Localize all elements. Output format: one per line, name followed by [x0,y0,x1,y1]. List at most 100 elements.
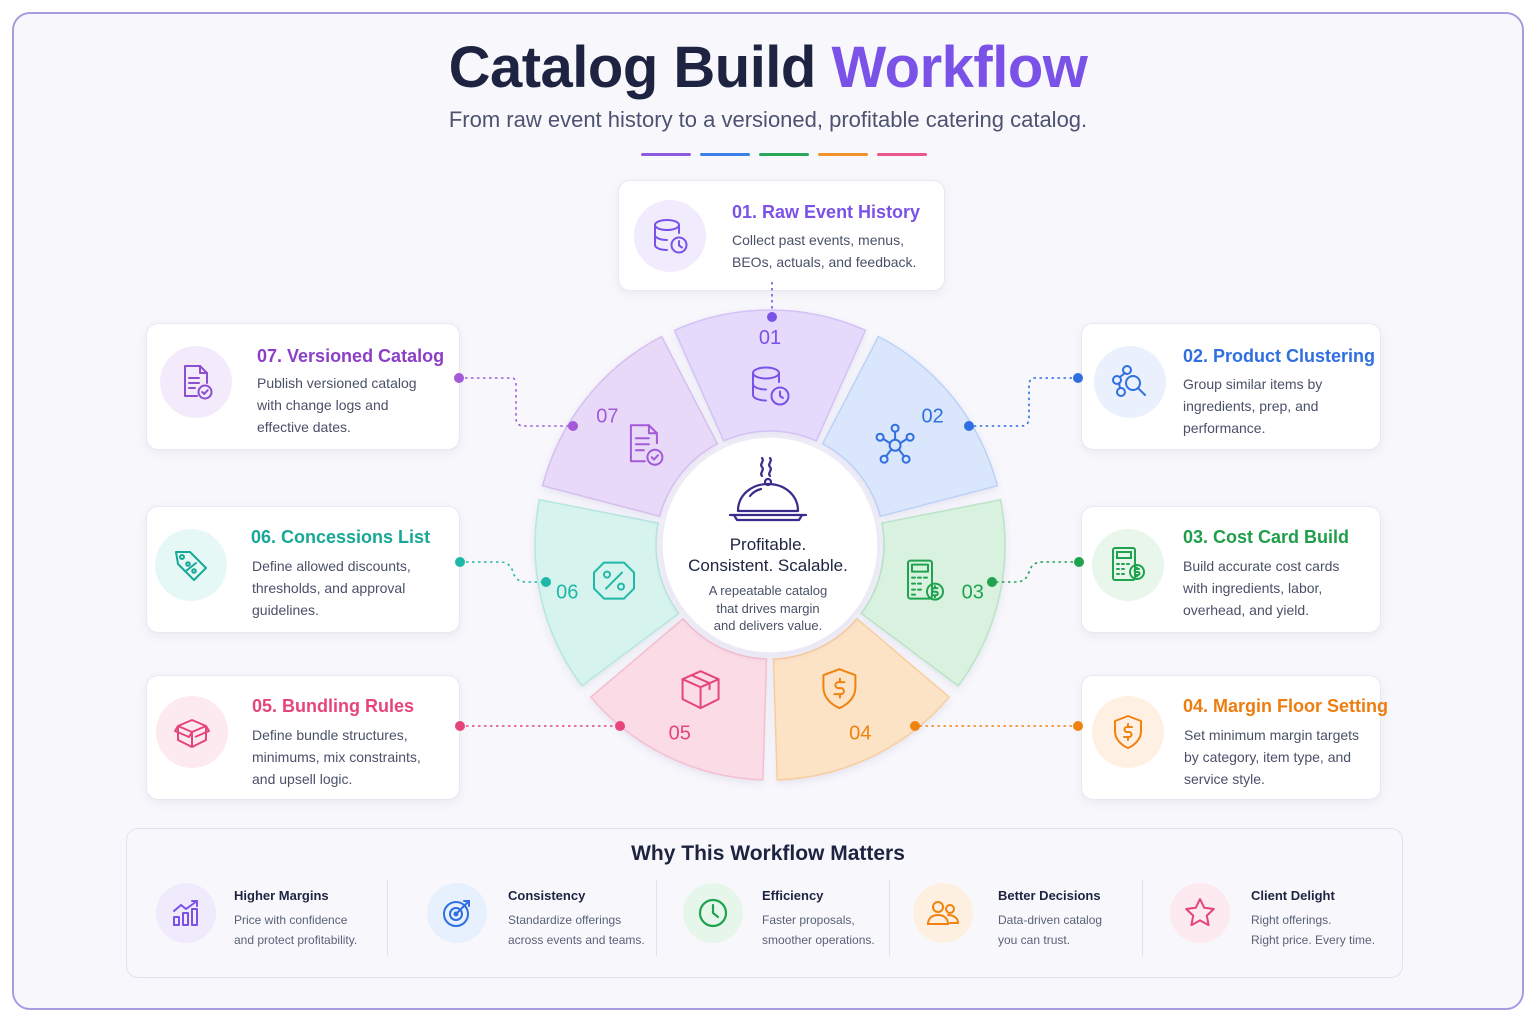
benefit-margins-icon-badge [156,883,216,943]
why-title: Why This Workflow Matters [631,842,905,865]
wheel-segment-05 [589,617,768,781]
connector-dot [1073,373,1083,383]
benefit-delight-icon-badge [1170,883,1230,943]
cluster-search-icon [1112,365,1146,397]
title-rule-blue [700,153,750,156]
step-05-icon-badge [156,696,228,768]
shield-dollar-icon [1114,715,1142,749]
benefit-consistency-icon-badge [427,883,487,943]
step-card-07: 07. Versioned Catalog Publish versioned … [146,323,460,450]
step-04-icon-badge [1092,696,1164,768]
center-disc [661,436,879,654]
users-icon [926,901,960,925]
connector-dot [568,421,578,431]
step-card-05: 05. Bundling Rules Define bundle structu… [146,675,460,800]
benefit-efficiency-icon-badge [683,883,743,943]
database-clock-icon [654,219,688,254]
bar-chart-trend-icon [173,900,198,926]
connector-line [459,377,572,427]
page-subtitle: From raw event history to a versioned, p… [448,107,1088,132]
why-panel [126,828,1403,978]
connector-dot [455,721,465,731]
cluster-search-icon [875,423,915,464]
calculator-dollar-icon [1112,547,1145,581]
benefit-separator [1142,880,1143,956]
step-03-icon-badge [1092,529,1164,601]
box-icon [681,670,720,710]
wheel-step-number-01: 01 [759,327,781,349]
step-01-icon-badge [634,200,706,272]
step-05-title: 05. Bundling Rules [252,696,415,716]
step-02-icon-badge [1094,346,1166,418]
connector-dot [767,312,777,322]
benefit-efficiency-desc: Faster proposals,smoother operations. [762,913,875,947]
step-03-title: 03. Cost Card Build [1183,527,1350,547]
shield-dollar-icon [822,668,857,710]
star-icon [1185,898,1215,927]
title-rule-pink [877,153,927,156]
step-02-title: 02. Product Clustering [1183,346,1376,366]
wheel-segment-03 [860,498,1006,687]
wheel-step-number-04: 04 [849,722,871,744]
wheel-segment-06 [534,498,680,687]
connector-dot [1074,557,1084,567]
center-headline: Profitable.Consistent. Scalable. [688,535,848,575]
benefit-consistency-title: Consistency [508,888,586,903]
step-card-01: 01. Raw Event History Collect past event… [618,180,945,291]
step-01-desc: Collect past events, menus,BEOs, actuals… [732,232,917,270]
serving-cloche-icon [728,456,808,522]
step-01-title: 01. Raw Event History [732,202,921,222]
title-rule-purple [641,153,691,156]
connector-dot [615,721,625,731]
title-rule-orange [818,153,868,156]
benefit-delight-desc: Right offerings.Right price. Every time. [1251,913,1376,947]
step-05-desc: Define bundle structures,minimums, mix c… [252,727,421,787]
wheel-segment-04 [772,617,951,781]
percent-tag-icon [175,551,207,581]
wheel-step-number-05: 05 [669,722,691,744]
title-rule-green [759,153,809,156]
wheel-step-number-06: 06 [556,581,578,603]
benefit-decisions-icon-badge [913,883,973,943]
step-card-06: 06. Concessions List Define allowed disc… [146,506,460,633]
benefit-separator [889,880,890,956]
connector-dot [455,557,465,567]
calculator-dollar-icon [906,559,944,601]
percent-tag-icon [593,561,636,600]
step-card-03: 03. Cost Card Build Build accurate cost … [1081,506,1381,633]
document-check-icon [184,365,213,400]
step-07-title: 07. Versioned Catalog [257,346,445,366]
connector-dot [964,421,974,431]
step-06-icon-badge [155,529,227,601]
step-07-icon-badge [160,346,232,418]
connector-dot [987,577,997,587]
benefit-separator [656,880,657,956]
document-check-icon [629,424,664,466]
step-card-02: 02. Product Clustering Group similar ite… [1081,323,1381,450]
connector-line [992,561,1079,583]
connector-line [969,377,1078,427]
connector-dot [541,577,551,587]
page-title: Catalog Build Workflow [448,35,1088,100]
benefit-decisions-title: Better Decisions [998,888,1101,903]
clock-icon [698,898,728,928]
step-06-title: 06. Concessions List [251,527,431,547]
wheel-step-number-07: 07 [596,405,618,427]
benefit-efficiency-title: Efficiency [762,888,824,903]
connector-dot [910,721,920,731]
target-icon [443,900,470,927]
step-06-desc: Define allowed discounts,thresholds, and… [252,558,411,618]
benefit-delight-title: Client Delight [1251,888,1335,903]
database-clock-icon [752,366,790,406]
box-icon [174,719,210,748]
wheel-segment-01 [673,309,867,442]
